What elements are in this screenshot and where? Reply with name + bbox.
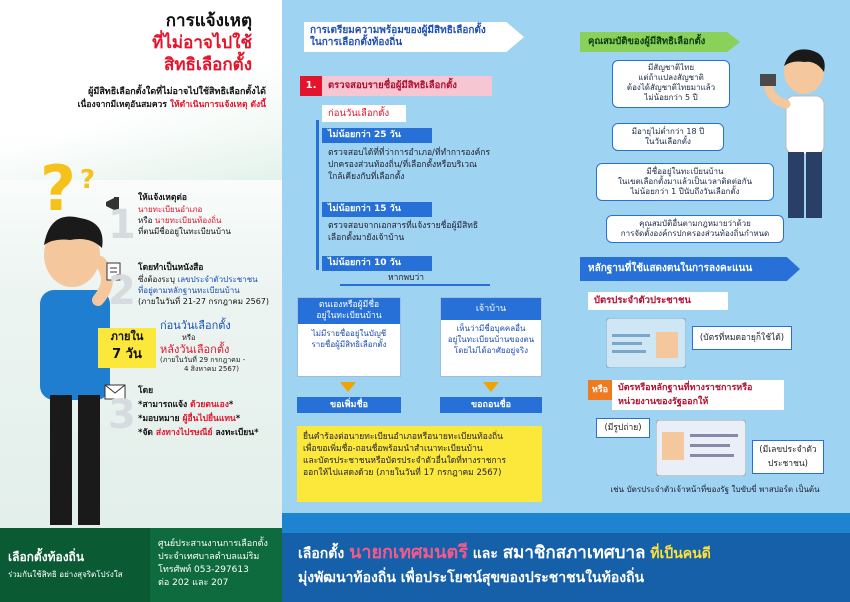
self-text: ไม่มีรายชื่ออยู่ในบัญชีรายชื่อผู้มีสิทธิ… <box>311 329 387 349</box>
self-box: ตนเองหรือผู้มีชื่ออยู่ในทะเบียนบ้าน ไม่ม… <box>297 297 401 377</box>
d10-label: ไม่น้อยกว่า 10 วัน <box>322 256 432 271</box>
qual-1: มีสัญชาติไทยแต่ถ้าแปลงสัญชาติต้องได้สัญช… <box>612 60 730 108</box>
footer-dark <box>0 528 150 602</box>
document-icon <box>106 262 121 281</box>
owner-text: เห็นว่ามีชื่อบุคคลอื่นอยู่ในทะเบียนบ้านข… <box>447 324 535 355</box>
qual-4: คุณสมบัติอื่นตามกฎหมายว่าด้วยการจัดตั้งอ… <box>606 215 784 243</box>
title-line2: ที่ไม่อาจไปใช้ <box>152 33 252 53</box>
qual-2: มีอายุไม่ต่ำกว่า 18 ปีในวันเลือกตั้ง <box>612 123 724 151</box>
request-note: ยื่นคำร้องต่อนายทะเบียนอำเภอหรือนายทะเบี… <box>297 426 542 502</box>
qual-3: มีชื่ออยู่ในทะเบียนบ้านในเขตเลือกตั้งมาแ… <box>596 163 774 201</box>
arrow-down-right <box>483 382 499 392</box>
banner-top-strip <box>282 513 850 533</box>
left-bg <box>0 0 282 180</box>
timeline-line <box>316 120 319 270</box>
intro-line2: เนื่องจากมีเหตุอันสมควร ให้ดำเนินการแจ้ง… <box>77 100 266 110</box>
svg-text:?: ? <box>80 165 95 195</box>
step2-number: 2 <box>108 268 136 314</box>
d15-label: ไม่น้อยกว่า 15 วัน <box>322 202 432 217</box>
left-panel: การแจ้งเหตุ ที่ไม่อาจไปใช้ สิทธิเลือกตั้… <box>0 0 282 602</box>
footer-slogan: ร่วมกันใช้สิทธิ อย่างสุจริตโปร่งใส <box>8 570 123 579</box>
banner-line1: เลือกตั้ง นายกเทศมนตรี และ สมาชิกสภาเทศบ… <box>298 542 711 563</box>
step3-text: โดย *สามารถแจ้ง ด้วยตนเอง* *มอบหมาย ผู้อ… <box>138 386 259 438</box>
gov-card-image <box>656 420 746 476</box>
intro-line1: ผู้มีสิทธิเลือกตั้งใดที่ไม่อาจไปใช้สิทธิ… <box>88 87 266 97</box>
owner-title: เจ้าบ้าน <box>441 298 541 320</box>
has-photo-note: (มีรูปถ่าย) <box>596 418 650 438</box>
footer-org: ศูนย์ประสานงานการเลือกตั้ง ประจำเทศบาลตำ… <box>158 539 268 588</box>
qualification-header: คุณสมบัติของผู้มีสิทธิเลือกตั้ง <box>580 32 740 52</box>
title-line3: สิทธิเลือกตั้ง <box>163 55 252 75</box>
step1-number: 1 <box>108 202 136 248</box>
section-title: ตรวจสอบรายชื่อผู้มีสิทธิเลือกตั้ง <box>322 76 492 96</box>
owner-box: เจ้าบ้าน เห็นว่ามีชื่อบุคคลอื่นอยู่ในทะเ… <box>440 297 542 377</box>
expired-note: (บัตรที่หมดอายุก็ใช้ได้) <box>692 326 792 350</box>
step3-number: 3 <box>108 392 136 438</box>
self-title: ตนเองหรือผู้มีชื่ออยู่ในทะเบียนบ้าน <box>298 298 400 324</box>
or-label: หรือ <box>588 380 612 400</box>
bottom-banner: เลือกตั้ง นายกเทศมนตรี และ สมาชิกสภาเทศบ… <box>282 513 850 602</box>
remove-name-label: ขอถอนชื่อ <box>440 397 542 413</box>
envelope-icon <box>104 384 126 400</box>
id-card-label: บัตรประจำตัวประชาชน <box>588 292 728 310</box>
before-day-label: ก่อนวันเลือกตั้ง <box>322 105 406 122</box>
evidence-header: หลักฐานที่ใช้แสดงตนในการลงคะแนน <box>580 257 800 281</box>
footer-left: เลือกตั้งท้องถิ่น ร่วมกันใช้สิทธิ อย่างส… <box>0 528 282 602</box>
svg-text:?: ? <box>40 152 76 225</box>
step2-text: โดยทำเป็นหนังสือ ซึ่งต้องระบุ เลขประจำตั… <box>138 263 270 306</box>
gov-card-label: บัตรหรือหลักฐานที่ทางราชการหรือหน่วยงานข… <box>612 380 784 410</box>
d15-text: ตรวจสอบจากเอกสารที่แจ้งรายชื่อผู้มีสิทธิ… <box>328 221 479 243</box>
citizen-illustration <box>760 49 825 218</box>
arrow-down-left <box>340 382 356 392</box>
d25-label: ไม่น้อยกว่า 25 วัน <box>322 128 432 143</box>
thinking-person-illustration: ? ? <box>40 152 113 525</box>
example-note: เช่น บัตรประจำตัวเจ้าหน้าที่ของรัฐ ใบขับ… <box>610 485 820 494</box>
prep-header: การเตรียมความพร้อมของผู้มีสิทธิเลือกตั้ง… <box>304 22 524 52</box>
within-text: ก่อนวันเลือกตั้ง หรือ หลังวันเลือกตั้ง (… <box>160 319 246 374</box>
add-name-label: ขอเพิ่มชื่อ <box>297 397 401 413</box>
id-card-image <box>606 318 686 368</box>
step1-text: ให้แจ้งเหตุต่อ นายทะเบียนอำเภอ หรือ นายท… <box>138 193 231 236</box>
footer-title: เลือกตั้งท้องถิ่น <box>8 550 85 564</box>
banner-line2: มุ่งพัฒนาท้องถิ่น เพื่อประโยชน์สุขของประ… <box>298 570 645 586</box>
section-number: 1. <box>300 76 322 96</box>
has-id-note: (มีเลขประจำตัวประชาชน) <box>752 440 824 474</box>
if-found-label: หากพบว่า <box>388 273 425 283</box>
title-line1: การแจ้งเหตุ <box>165 11 252 31</box>
branch-line <box>340 284 490 286</box>
d25-text: ตรวจสอบได้ที่ที่ว่าการอำเภอ/ที่ทำการองค์… <box>328 148 491 182</box>
megaphone-icon <box>106 197 119 211</box>
